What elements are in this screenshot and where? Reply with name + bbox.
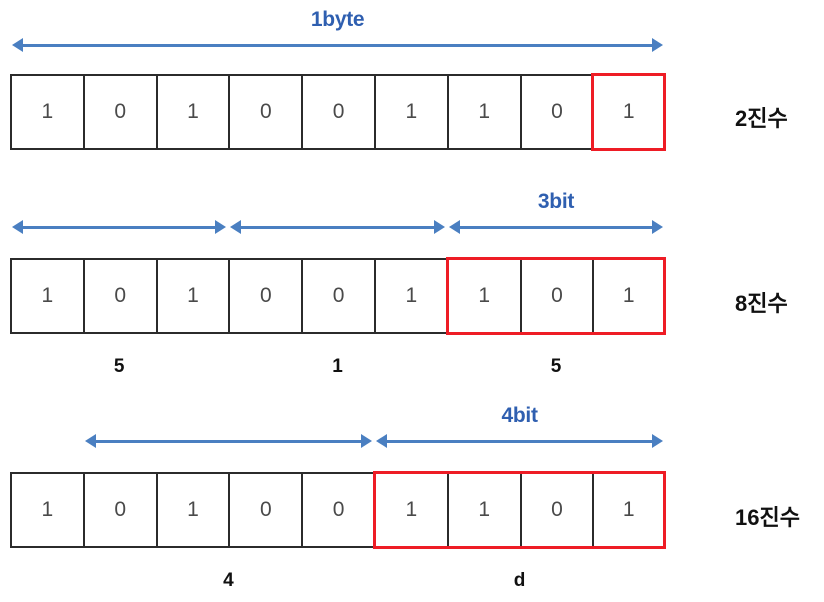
arrow-head-left-icon: [376, 434, 387, 448]
group-value-octal-0: 5: [113, 356, 125, 377]
arrow-shaft: [93, 440, 363, 443]
span-arrow-octal-0: [12, 220, 227, 234]
bit-cell-octal-3: 0: [228, 258, 302, 334]
span-label-hexadecimal-1: 4bit: [501, 404, 538, 427]
bit-cell-binary-2: 1: [155, 74, 229, 150]
arrow-head-right-icon: [215, 220, 227, 234]
bit-cell-binary-8: 1: [592, 74, 666, 150]
arrow-head-right-icon: [433, 220, 445, 234]
arrow-head-left-icon: [448, 220, 460, 234]
span-arrow-hexadecimal-0: [84, 434, 372, 448]
arrow-shaft: [21, 44, 655, 47]
arrow-head-left-icon: [230, 220, 242, 234]
arrow-head-right-icon: [652, 220, 664, 234]
arrow-head-left-icon: [12, 220, 23, 234]
bit-cell-octal-8: 1: [592, 258, 666, 334]
bit-cell-hexadecimal-7: 0: [519, 472, 593, 548]
arrow-head-left-icon: [84, 434, 96, 448]
bit-cell-binary-5: 1: [373, 74, 447, 150]
row-label-hexadecimal: 16진수: [735, 505, 800, 530]
bit-cell-octal-5: 1: [373, 258, 447, 334]
bit-cell-octal-4: 0: [301, 258, 374, 334]
span-label-binary-0: 1byte: [310, 8, 365, 31]
bit-cell-hexadecimal-5: 1: [373, 472, 447, 548]
group-value-hexadecimal-0: 4: [223, 570, 234, 591]
group-value-octal-2: 5: [550, 356, 562, 377]
arrow-shaft: [21, 226, 218, 229]
bit-cell-hexadecimal-4: 0: [301, 472, 374, 548]
arrow-shaft: [457, 226, 655, 229]
row-label-octal: 8진수: [735, 291, 788, 316]
span-arrow-hexadecimal-1: [376, 434, 664, 448]
bit-cell-binary-1: 0: [82, 74, 156, 150]
bit-cell-hexadecimal-8: 1: [592, 472, 666, 548]
bit-cell-octal-1: 0: [82, 258, 156, 334]
bit-cell-hexadecimal-2: 1: [155, 472, 229, 548]
bit-cell-hexadecimal-6: 1: [446, 472, 520, 548]
span-label-octal-2: 3bit: [537, 190, 575, 213]
bit-cell-octal-0: 1: [10, 258, 83, 334]
arrow-shaft: [385, 440, 655, 443]
bit-cell-hexadecimal-0: 1: [10, 472, 83, 548]
bit-cell-octal-2: 1: [155, 258, 229, 334]
bit-cell-octal-7: 0: [519, 258, 593, 334]
arrow-shaft: [239, 226, 436, 229]
bit-cell-binary-4: 0: [301, 74, 374, 150]
bit-cell-binary-6: 1: [446, 74, 520, 150]
bit-cell-octal-6: 1: [446, 258, 520, 334]
bit-cell-binary-0: 1: [10, 74, 83, 150]
bit-cell-binary-7: 0: [519, 74, 593, 150]
row-label-binary: 2진수: [735, 106, 788, 131]
bit-cell-binary-3: 0: [228, 74, 302, 150]
arrow-head-right-icon: [652, 38, 664, 52]
bit-cell-hexadecimal-3: 0: [228, 472, 302, 548]
bit-cell-hexadecimal-1: 0: [82, 472, 156, 548]
group-value-octal-1: 1: [332, 356, 343, 377]
span-arrow-octal-1: [230, 220, 445, 234]
arrow-head-right-icon: [652, 434, 664, 448]
arrow-head-left-icon: [12, 38, 23, 52]
span-arrow-octal-2: [448, 220, 664, 234]
span-arrow-binary-0: [12, 38, 664, 52]
arrow-head-right-icon: [360, 434, 372, 448]
group-value-hexadecimal-1: d: [513, 570, 526, 591]
